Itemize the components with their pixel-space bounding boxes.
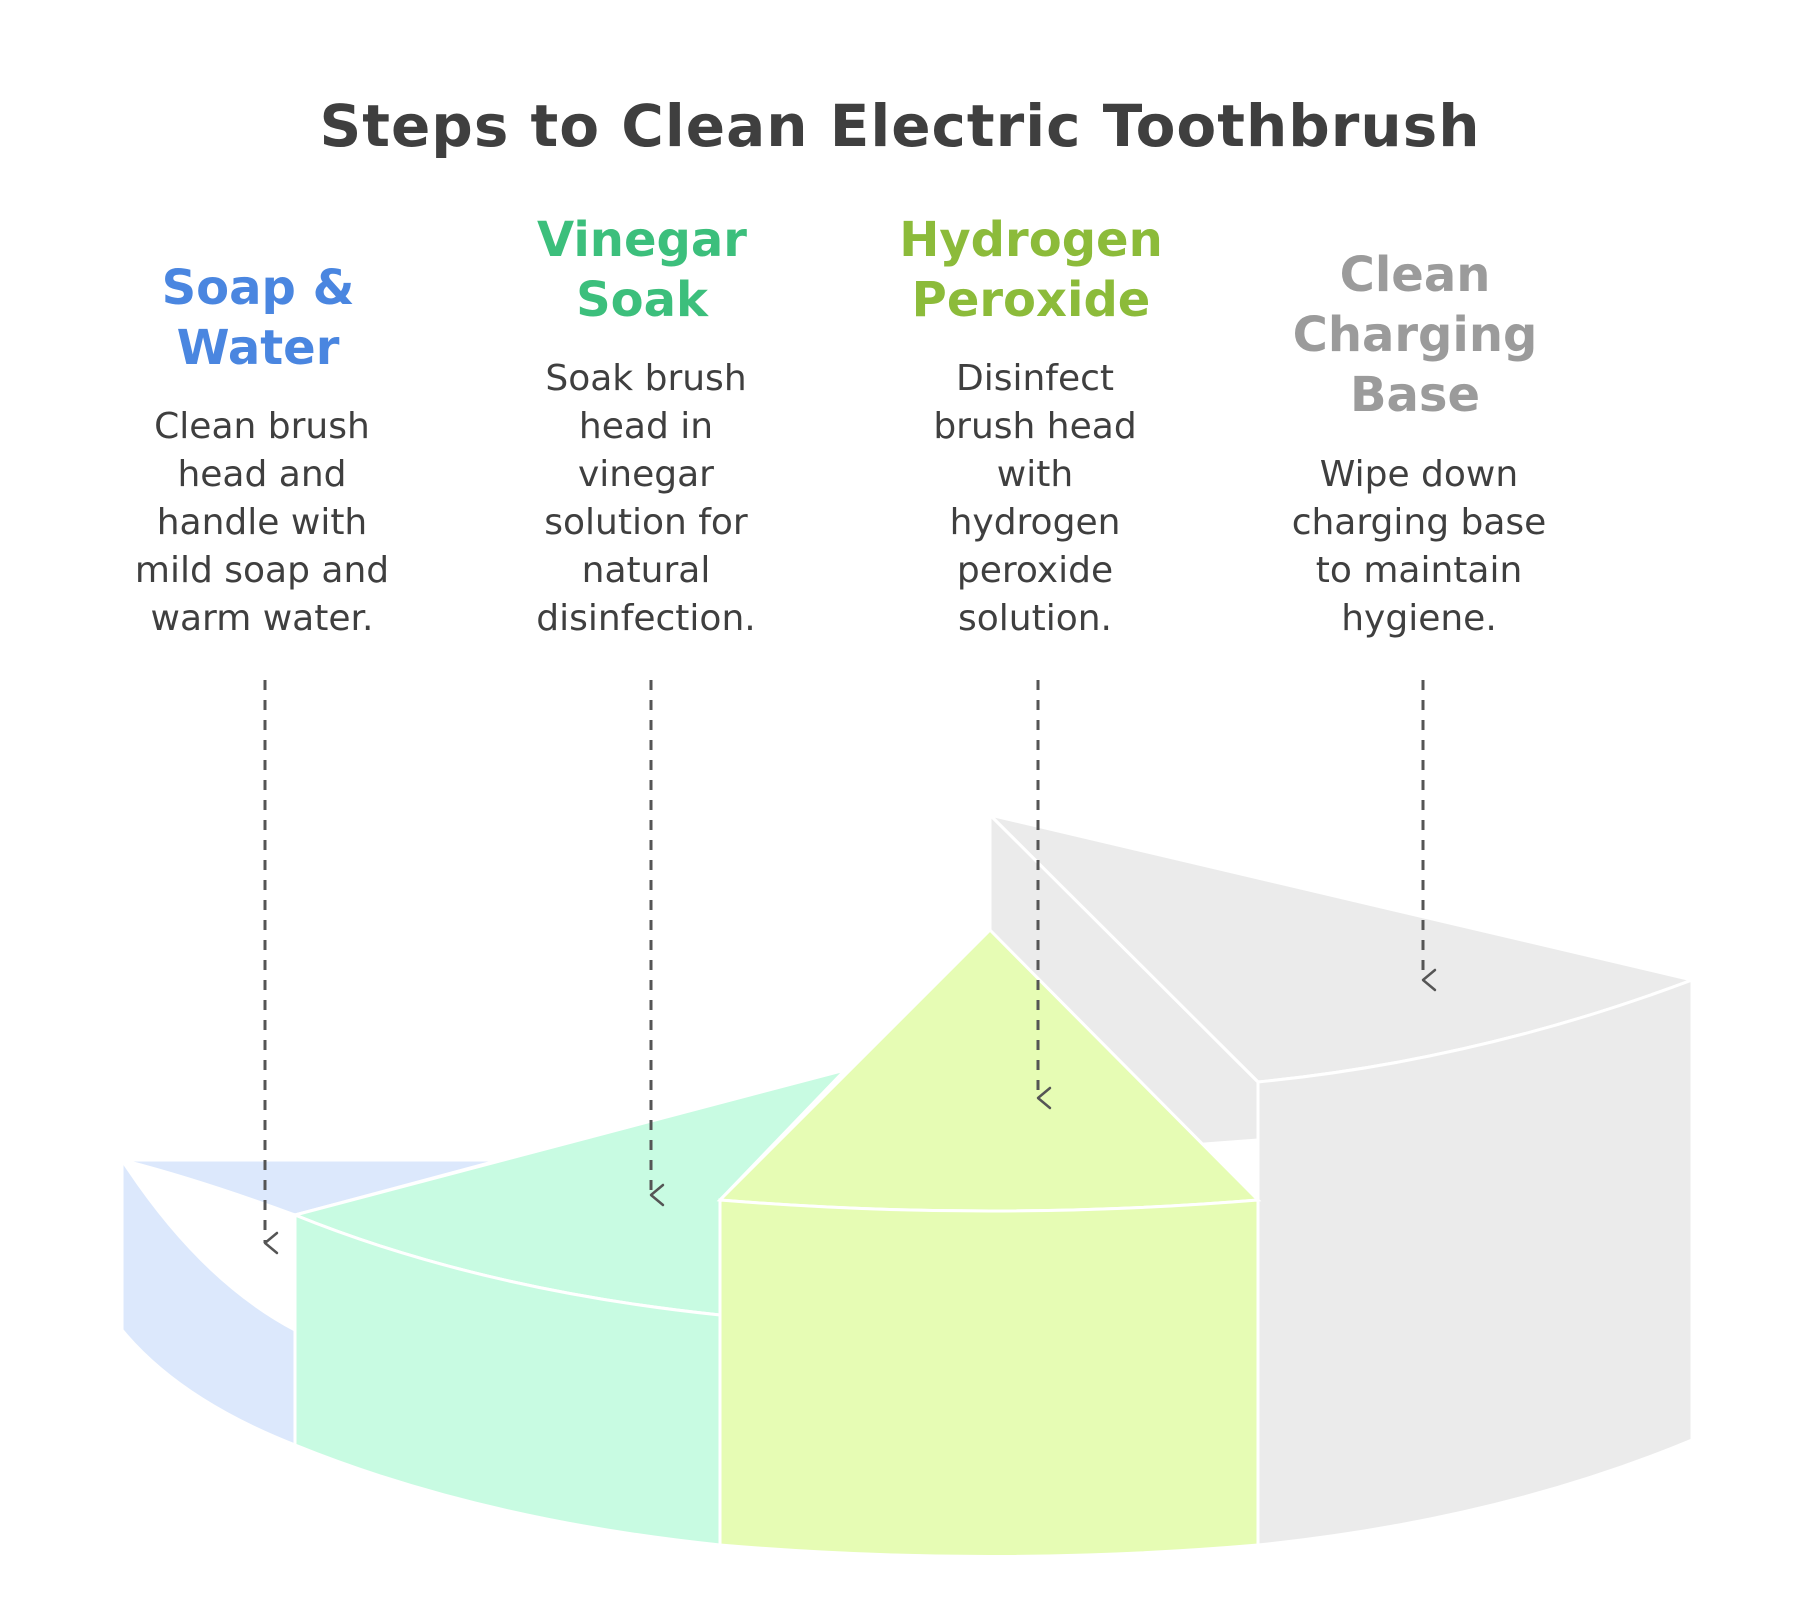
step-1-desc-line-1: Clean brush xyxy=(154,406,370,447)
segment-vinegar-soak xyxy=(290,1067,850,1547)
step-3-title: Hydrogen Peroxide xyxy=(861,210,1201,330)
diagram-title: Steps to Clean Electric Toothbrush xyxy=(319,92,1481,160)
step-4-title-line-2: Charging xyxy=(1292,307,1538,363)
segment-hydrogen-peroxide xyxy=(716,927,1262,1558)
step-2-desc-line-2: head in xyxy=(578,406,714,447)
step-4-desc-line-4: hygiene. xyxy=(1341,598,1497,639)
step-4-desc-line-3: to maintain xyxy=(1315,550,1523,591)
step-3-title-line-1: Hydrogen xyxy=(899,212,1163,268)
segment-clean-charging-base xyxy=(985,811,1698,1547)
step-1-title: Soap & Water xyxy=(88,258,428,378)
step-4-desc-line-2: charging base xyxy=(1291,502,1547,543)
step-1-desc-line-3: handle with xyxy=(156,502,368,543)
step-2-title-line-1: Vinegar xyxy=(537,212,747,268)
step-1-title-line-2: Water xyxy=(176,320,340,376)
step-4-title-line-3: Base xyxy=(1349,367,1481,423)
step-3-title-line-2: Peroxide xyxy=(911,272,1151,328)
step-2-desc-line-6: disinfection. xyxy=(536,598,756,639)
step-2-desc-line-5: natural xyxy=(581,550,711,591)
step-4-desc-line-1: Wipe down xyxy=(1319,454,1519,495)
step-2-title: Vinegar Soak xyxy=(472,210,812,330)
step-3-desc-line-3: with xyxy=(996,454,1074,495)
step-2-title-line-2: Soak xyxy=(576,272,708,328)
step-2-desc-line-3: vinegar xyxy=(578,454,714,495)
step-2-desc-line-1: Soak brush xyxy=(545,358,747,399)
step-1-desc-line-4: mild soap and xyxy=(134,550,390,591)
step-3-desc-line-1: Disinfect xyxy=(955,358,1115,399)
step-3-description: Disinfect brush head with hydrogen perox… xyxy=(885,355,1185,643)
step-4-description: Wipe down charging base to maintain hygi… xyxy=(1269,451,1569,643)
step-4-title-line-1: Clean xyxy=(1339,247,1491,303)
step-2-desc-line-4: solution for xyxy=(544,502,748,543)
step-1-desc-line-5: warm water. xyxy=(150,598,374,639)
step-1-description: Clean brush head and handle with mild so… xyxy=(112,403,412,643)
segment-4-front xyxy=(1256,977,1694,1547)
step-1-desc-line-2: head and xyxy=(177,454,347,495)
step-3-desc-line-6: solution. xyxy=(957,598,1112,639)
step-4-title: Clean Charging Base xyxy=(1245,245,1585,425)
step-3-desc-line-4: hydrogen xyxy=(949,502,1121,543)
step-3-desc-line-2: brush head xyxy=(933,406,1137,447)
segment-3-front xyxy=(718,1198,1260,1558)
step-2-description: Soak brush head in vinegar solution for … xyxy=(496,355,796,643)
step-3-desc-line-5: peroxide xyxy=(956,550,1114,591)
step-1-title-line-1: Soap & xyxy=(161,260,355,316)
